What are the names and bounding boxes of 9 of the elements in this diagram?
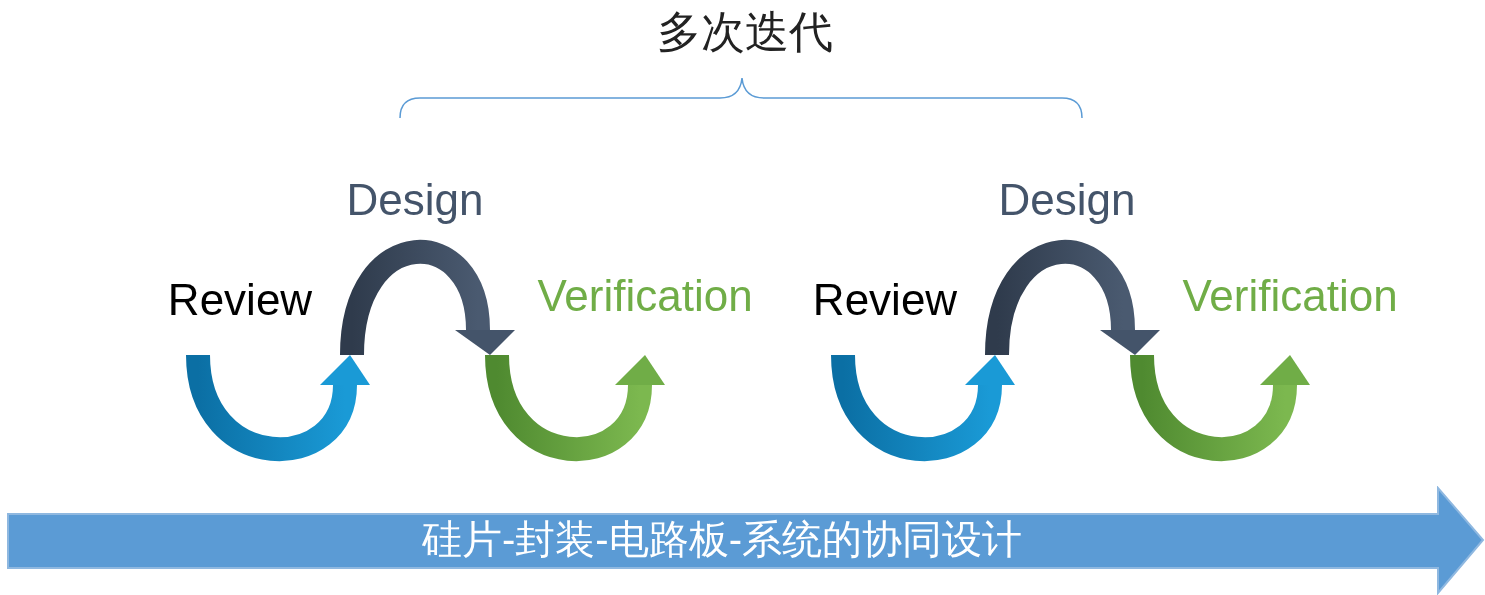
stage-label: Verification — [1181, 274, 1399, 318]
timeline-label: 硅片-封装-电路板-系统的协同设计 — [421, 519, 1023, 559]
timeline-arrow — [6, 486, 1485, 595]
stage-label: Review — [166, 278, 314, 322]
stage-label: Design — [345, 178, 485, 222]
stage-label: Review — [811, 278, 959, 322]
brace-label: 多次迭代 — [656, 10, 834, 54]
stage-label: Design — [997, 178, 1137, 222]
stage-label: Verification — [536, 274, 754, 318]
